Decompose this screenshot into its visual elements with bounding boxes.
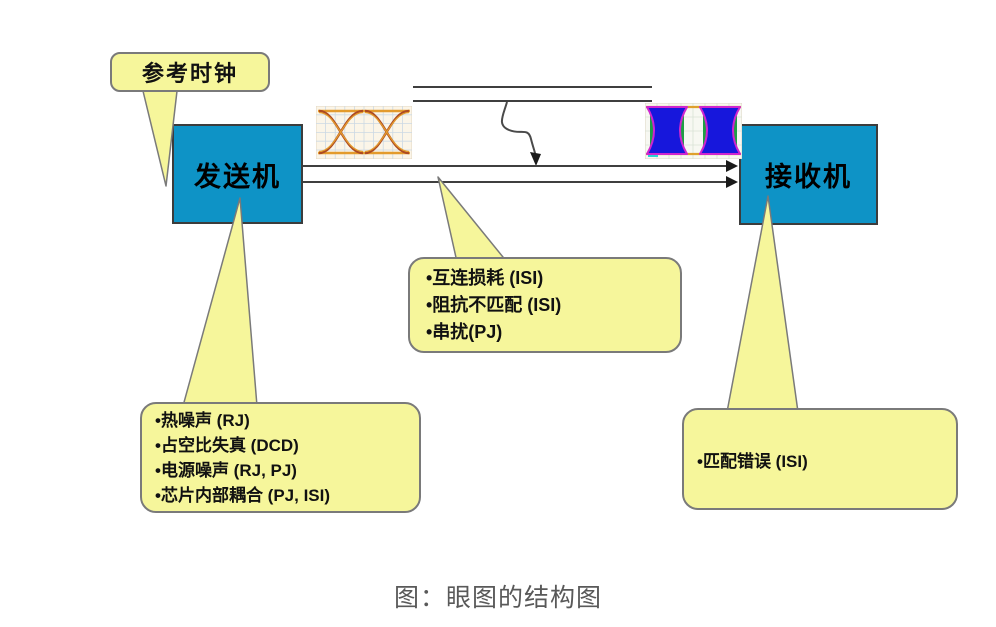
reference-clock-label: 参考时钟 bbox=[141, 61, 238, 87]
squiggle-arrowhead-icon bbox=[530, 152, 541, 166]
channel-callout-item: •串扰(PJ) bbox=[426, 321, 503, 342]
channel-callout-item: •互连损耗 (ISI) bbox=[426, 267, 544, 288]
channel-callout-tail bbox=[437, 176, 508, 263]
receiver-callout-tail bbox=[726, 195, 799, 413]
squiggle-connector bbox=[501, 101, 537, 158]
transmitter-callout-tail bbox=[182, 197, 258, 407]
transmitter-box: 发送机 bbox=[172, 124, 303, 224]
transmitter-callout: •热噪声 (RJ) •占空比失真 (DCD) •电源噪声 (RJ, PJ) •芯… bbox=[140, 402, 421, 513]
signal-arrowhead-upper-icon bbox=[726, 160, 738, 172]
eye-diagram-degraded-icon bbox=[645, 103, 742, 159]
receiver-callout: •匹配错误 (ISI) bbox=[682, 408, 958, 510]
receiver-box: 接收机 bbox=[739, 124, 878, 225]
transmitter-label: 发送机 bbox=[194, 161, 281, 193]
figure-caption: 图：眼图的结构图 bbox=[393, 583, 602, 612]
signal-arrowhead-lower-icon bbox=[726, 176, 738, 188]
channel-callout: •互连损耗 (ISI) •阻抗不匹配 (ISI) •串扰(PJ) bbox=[408, 257, 682, 353]
receiver-callout-item: •匹配错误 (ISI) bbox=[697, 451, 808, 471]
transmitter-callout-item: •芯片内部耦合 (PJ, ISI) bbox=[155, 485, 331, 505]
receiver-label: 接收机 bbox=[765, 162, 852, 193]
eye-diagram-clean-icon bbox=[316, 106, 412, 159]
transmitter-callout-item: •热噪声 (RJ) bbox=[155, 410, 250, 430]
reference-clock-callout: 参考时钟 bbox=[110, 52, 270, 92]
transmitter-callout-item: •占空比失真 (DCD) bbox=[155, 435, 299, 455]
transmitter-callout-item: •电源噪声 (RJ, PJ) bbox=[155, 460, 297, 480]
channel-callout-item: •阻抗不匹配 (ISI) bbox=[426, 294, 562, 315]
